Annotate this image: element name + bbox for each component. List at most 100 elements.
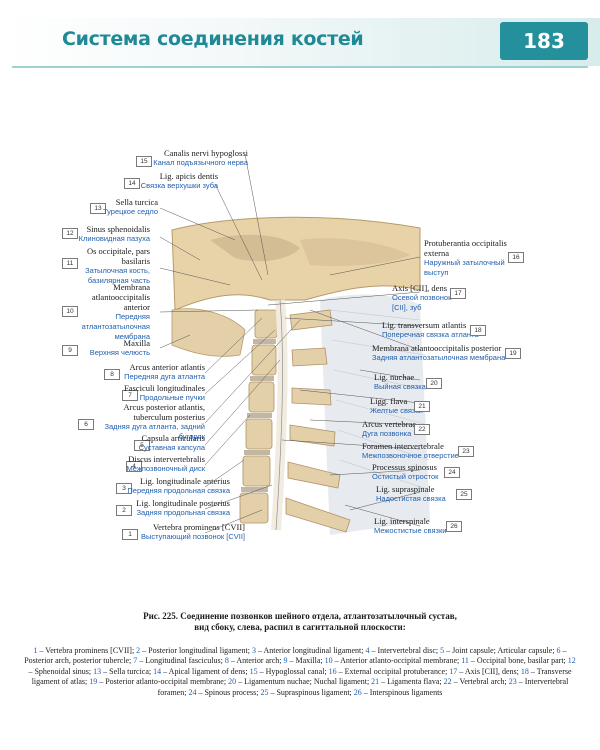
label-number-4: 4 <box>126 461 142 472</box>
label-anterior-longitudinal: Lig. longitudinale anterius Передняя про… <box>127 476 230 496</box>
legend-number: 13 <box>93 666 102 676</box>
legend-number: 1 <box>33 646 38 655</box>
legend-number: 23 <box>508 677 517 687</box>
legend-item: 26 – Interspinous ligaments <box>354 688 443 697</box>
label-latin: Canalis nervi hypoglossi <box>163 148 248 158</box>
label-latin: Lig. longitudinale posterius <box>136 498 230 508</box>
label-russian: Передняя продольная связка <box>127 486 230 495</box>
legend-item: 14 – Apical ligament of dens; <box>153 667 249 676</box>
label-russian: Канал подъязычного нерва <box>153 158 248 167</box>
label-latin: Lig. transversum atlantis <box>382 320 467 330</box>
label-number-13: 13 <box>90 203 106 214</box>
legend-text: – Apical ligament of dens; <box>161 666 250 676</box>
label-latin: Foramen intervertebrale <box>362 441 444 451</box>
legend-text: – Vertebra prominens [CVII]; <box>37 646 137 655</box>
legend-number: 10 <box>324 656 333 666</box>
legend-item: 7 – Longitudinal fasciculus; <box>133 656 225 665</box>
label-number-14: 14 <box>124 178 140 189</box>
legend-text: – Intervertebral foramen; <box>157 677 569 697</box>
legend-item: 15 – Hypoglossal canal; <box>250 667 329 676</box>
legend-number: 24 <box>188 687 197 697</box>
label-number-25: 25 <box>456 489 472 500</box>
label-axis-dens: Axis [CII], dens Осевой позвонок [CII], … <box>392 283 462 313</box>
label-latin: Lig. interspinale <box>374 516 430 526</box>
label-russian: Выступающий позвонок [CVII] <box>141 532 245 541</box>
label-latin: Vertebra prominens [CVII] <box>152 522 245 532</box>
label-interspinous-ligament: Lig. interspinale Межостистые связки <box>374 516 446 536</box>
legend-item: 17 – Axis [CII], dens; <box>449 667 521 676</box>
label-posterior-longitudinal: Lig. longitudinale posterius Задняя прод… <box>136 498 230 518</box>
label-number-19: 19 <box>505 348 521 359</box>
label-sphenoidal-sinus: Sinus sphenoidalis Клиновидная пазуха <box>79 224 150 244</box>
label-number-17: 17 <box>450 288 466 299</box>
legend-item: 6 – Posterior arch, posterior tubercle; <box>24 646 566 665</box>
label-number-3: 3 <box>116 483 132 494</box>
legend-text: – Joint capsule; Articular capsule; <box>444 646 557 655</box>
legend-text: – Interspinous ligaments <box>361 687 443 697</box>
header-divider <box>12 66 588 68</box>
legend-text: – Ligamenta flava; <box>379 677 444 687</box>
label-russian: Выйная связка <box>374 382 426 391</box>
label-latin: Maxilla <box>123 338 150 348</box>
label-anterior-arch: Arcus anterior atlantis Передняя дуга ат… <box>124 362 205 382</box>
legend-number: 26 <box>353 687 362 697</box>
legend-item: 10 – Anterior atlanto-occipital membrane… <box>325 656 462 665</box>
label-posterior-arch: Arcus posterior atlantis, tuberculum pos… <box>85 402 205 442</box>
label-number-8: 8 <box>104 369 120 380</box>
legend-item: 1 – Vertebra prominens [CVII]; <box>33 646 136 655</box>
legend-number: 3 <box>251 646 256 655</box>
page-header: Система соединения костей 183 <box>0 0 600 78</box>
label-latin: Arcus posterior atlantis, tuberculum pos… <box>123 402 205 422</box>
legend-item: 23 – Intervertebral foramen; <box>158 677 569 696</box>
legend-item: 11 – Occipital bone, basilar part; <box>461 656 568 665</box>
label-number-22: 22 <box>414 424 430 435</box>
legend-number: 6 <box>556 646 561 655</box>
label-latin: Membrana atlantooccipitalis anterior <box>91 282 150 312</box>
label-russian: Задняя продольная связка <box>136 508 230 517</box>
label-russian: Турецкое седло <box>102 207 158 216</box>
label-latin: Protuberantia occipitalis externa <box>424 238 507 258</box>
legend-number: 21 <box>371 677 380 687</box>
legend-item: 9 – Maxilla; <box>283 656 324 665</box>
label-intervertebral-foramen: Foramen intervertebrale Межпозвоночное о… <box>362 441 459 461</box>
label-latin: Processus spinosus <box>372 462 437 472</box>
legend-item: 5 – Joint capsule; Articular capsule; <box>440 646 556 655</box>
legend-number: 4 <box>365 646 370 655</box>
label-latin: Arcus vertebrae <box>362 419 417 429</box>
spine-illustration <box>159 153 431 535</box>
label-number-12: 12 <box>62 228 78 239</box>
legend-text: – Longitudinal fasciculus; <box>137 656 225 666</box>
label-supraspinous-ligament: Lig. supraspinale Надостистая связка <box>376 484 446 504</box>
legend-text: – Anterior arch; <box>228 656 284 666</box>
legend-text: – Anterior longitudinal ligament; <box>255 646 366 655</box>
legend-item: 22 – Vertebral arch; <box>444 677 509 686</box>
legend-text: – Occipital bone, basilar part; <box>468 656 568 666</box>
legend-item: 2 – Posterior longitudinal ligament; <box>136 646 252 655</box>
label-russian: Наружный затылочный выступ <box>424 258 505 277</box>
label-latin: Lig. supraspinale <box>376 484 435 494</box>
label-russian: Надостистая связка <box>376 494 446 503</box>
label-russian: Передняя атлантозатылочная мембрана <box>81 312 150 341</box>
label-sella-turcica: Sella turcica Турецкое седло <box>103 197 158 217</box>
legend-number: 7 <box>133 656 138 666</box>
legend-item: 4 – Intervertebral disc; <box>365 646 440 655</box>
legend-text: – Vertebral arch; <box>451 677 509 687</box>
legend-number: 19 <box>89 677 98 687</box>
label-russian: Верхняя челюсть <box>89 348 150 357</box>
label-russian: Поперечная связка атланта <box>382 330 479 339</box>
label-maxilla: Maxilla Верхняя челюсть <box>90 338 150 358</box>
legend-item: 20 – Ligamentum nuchae; Nuchal ligament; <box>228 677 371 686</box>
legend-number: 8 <box>224 656 229 666</box>
label-number-16: 16 <box>508 252 524 263</box>
legend-text: – Maxilla; <box>287 656 325 666</box>
label-russian: Остистый отросток <box>372 472 439 481</box>
label-transverse-ligament: Lig. transversum atlantis Поперечная свя… <box>382 320 479 340</box>
label-russian: Межостистые связки <box>374 526 447 535</box>
legend-item: 25 – Supraspinous ligament; <box>260 688 353 697</box>
label-latin: Membrana atlantooccipitalis posterior <box>372 343 502 353</box>
legend-text: – Posterior atlanto-occipital membrane; <box>97 677 229 687</box>
label-number-23: 23 <box>458 446 474 457</box>
legend-number: 2 <box>136 646 141 655</box>
legend-number: 14 <box>153 666 162 676</box>
label-russian: Суставная капсула <box>138 443 205 452</box>
